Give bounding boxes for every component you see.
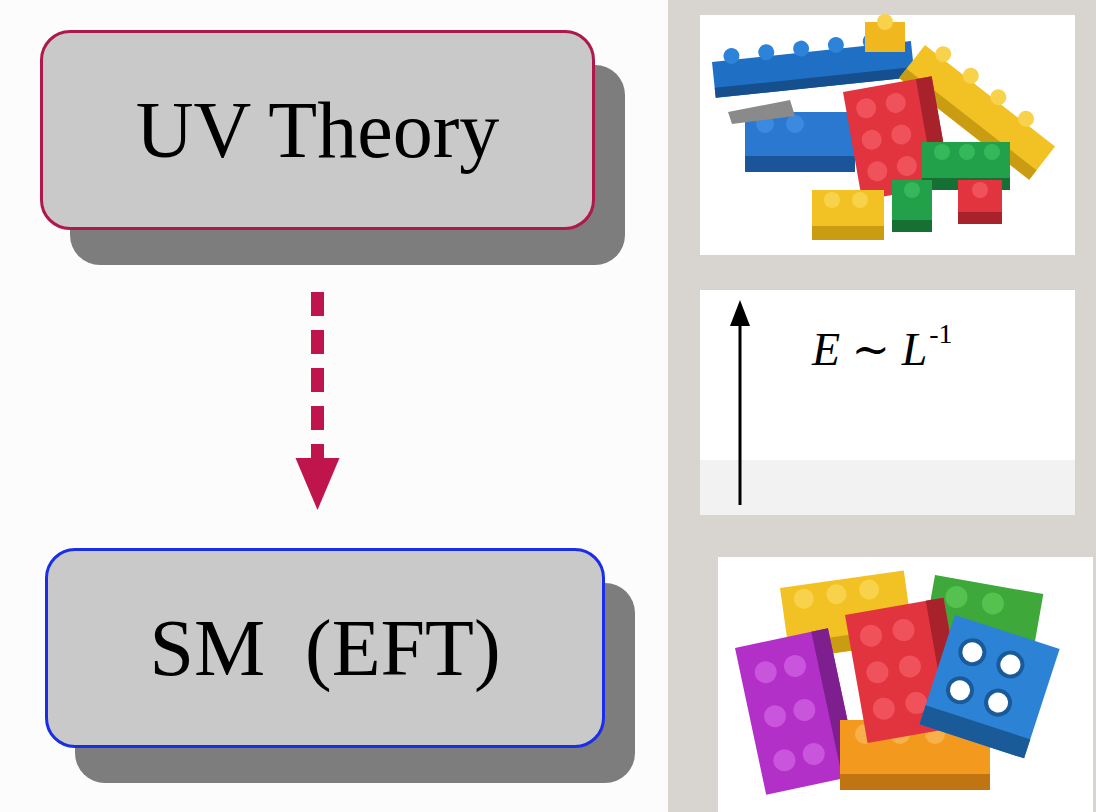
dashed-arrow	[296, 292, 340, 510]
lego-pile-large	[700, 14, 1075, 255]
box-title: UV Theory	[136, 86, 500, 174]
white-panel	[0, 0, 668, 812]
relation-text: E ∼ L	[812, 324, 927, 375]
theory-box: UV Theory	[40, 30, 595, 230]
energy-scale	[700, 290, 1075, 515]
theory-box: SM (EFT)	[45, 548, 605, 748]
lego-pile-small	[718, 557, 1093, 812]
exponent: -1	[929, 318, 952, 349]
box-title: SM (EFT)	[149, 604, 500, 692]
scale-relation: E ∼ L-1	[812, 318, 953, 376]
